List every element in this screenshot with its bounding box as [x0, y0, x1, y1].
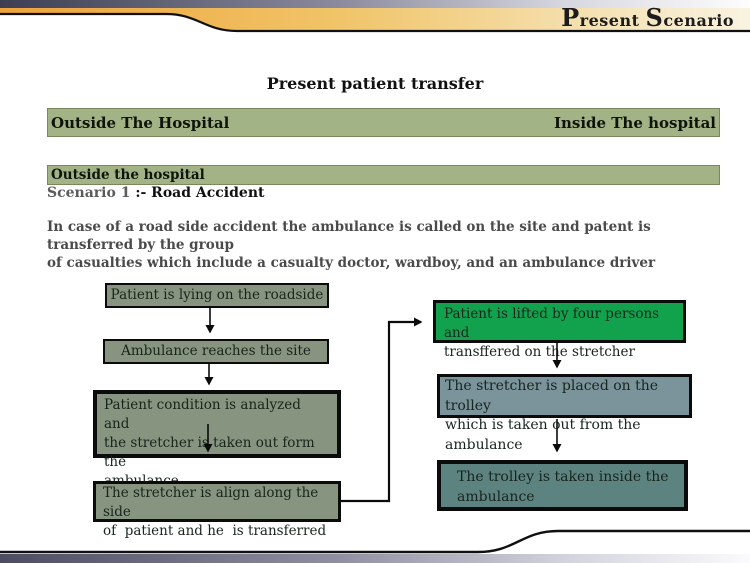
page-title: Present patient transfer — [266, 74, 484, 93]
hospital-zones-band: Outside The Hospital Inside The hospital — [47, 108, 720, 137]
flow-step-trolley-inside: The trolley is taken inside the ambulanc… — [437, 460, 688, 511]
scenario-heading: Scenario 1 :- Road Accident — [47, 185, 264, 201]
flow-step-patient-lifted: Patient is lifted by four persons and tr… — [433, 300, 686, 360]
scenario-description: In case of a road side accident the ambu… — [47, 219, 656, 271]
scenario-number: Scenario 1 — [47, 185, 136, 201]
flow-step-patient-lying: Patient is lying on the roadside — [105, 283, 329, 308]
section-header-label: Outside the hospital — [51, 167, 205, 183]
flow-step-stretcher-aligned: The stretcher is align along the side of… — [93, 481, 341, 539]
footer-curve-line — [0, 529, 750, 554]
scenario-name: :- Road Accident — [135, 185, 265, 201]
header-title-initial-s: S — [645, 3, 664, 32]
header-title-initial-p: P — [561, 3, 580, 32]
slide-header-title: Present Scenario — [561, 3, 734, 32]
section-header-bar: Outside the hospital — [47, 165, 720, 185]
arrow-aligned-to-lifted-elbow — [341, 317, 423, 503]
bottom-gradient-strip — [0, 554, 750, 563]
zone-label-outside: Outside The Hospital — [51, 113, 230, 132]
zone-label-inside: Inside The hospital — [553, 113, 716, 132]
flow-step-stretcher-on-trolley: The stretcher is placed on the trolley w… — [437, 374, 692, 453]
flow-step-ambulance-reaches: Ambulance reaches the site — [103, 339, 329, 364]
flow-step-condition-analyzed: Patient condition is analyzed and the st… — [93, 390, 341, 489]
top-gradient-strip — [0, 0, 750, 10]
header-gold-ribbon — [0, 8, 750, 33]
